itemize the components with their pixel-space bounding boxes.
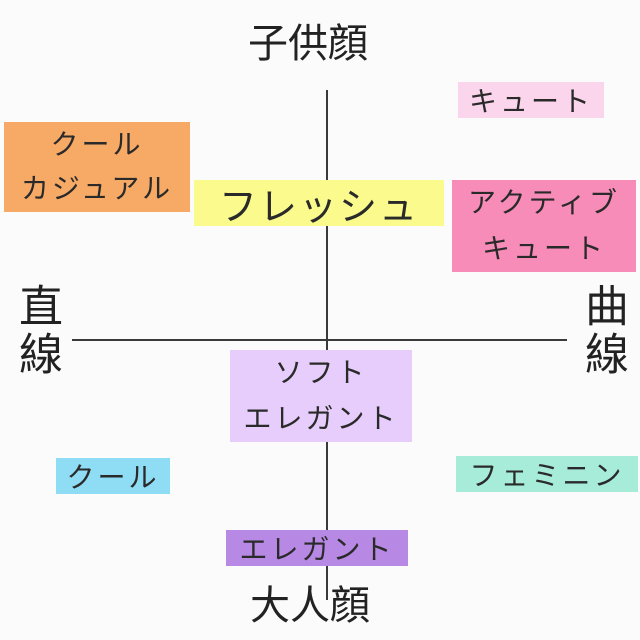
axis-label-right: 曲線: [577, 283, 628, 379]
category-cool-label: クール: [66, 461, 160, 494]
category-fresh-label: フレッシュ: [218, 184, 419, 229]
category-soft-elegant-line2: エレガント: [243, 402, 399, 435]
category-cute: キュート: [458, 82, 604, 118]
category-active-cute: アクティブ キュート: [452, 180, 636, 272]
horizontal-axis: [72, 339, 567, 341]
vertical-axis: [326, 90, 328, 600]
category-soft-elegant-line1: ソフト: [274, 356, 368, 389]
category-fresh: フレッシュ: [194, 180, 444, 229]
category-cool: クール: [56, 458, 170, 494]
category-feminine: フェミニン: [456, 456, 638, 492]
category-cool-casual: クール カジュアル: [4, 122, 190, 212]
axis-label-left: 直線: [11, 283, 62, 379]
axis-label-bottom: 大人顔: [250, 583, 370, 629]
category-cool-casual-line1: クール: [50, 128, 144, 161]
category-cute-label: キュート: [468, 85, 593, 118]
axis-label-top: 子供顔: [248, 21, 368, 67]
category-elegant: エレガント: [226, 530, 408, 566]
category-feminine-label: フェミニン: [469, 459, 625, 492]
category-active-cute-line1: アクティブ: [468, 186, 620, 219]
category-cool-casual-line2: カジュアル: [20, 172, 174, 205]
category-active-cute-line2: キュート: [481, 232, 606, 265]
category-soft-elegant: ソフト エレガント: [230, 350, 412, 442]
category-elegant-label: エレガント: [239, 533, 395, 566]
